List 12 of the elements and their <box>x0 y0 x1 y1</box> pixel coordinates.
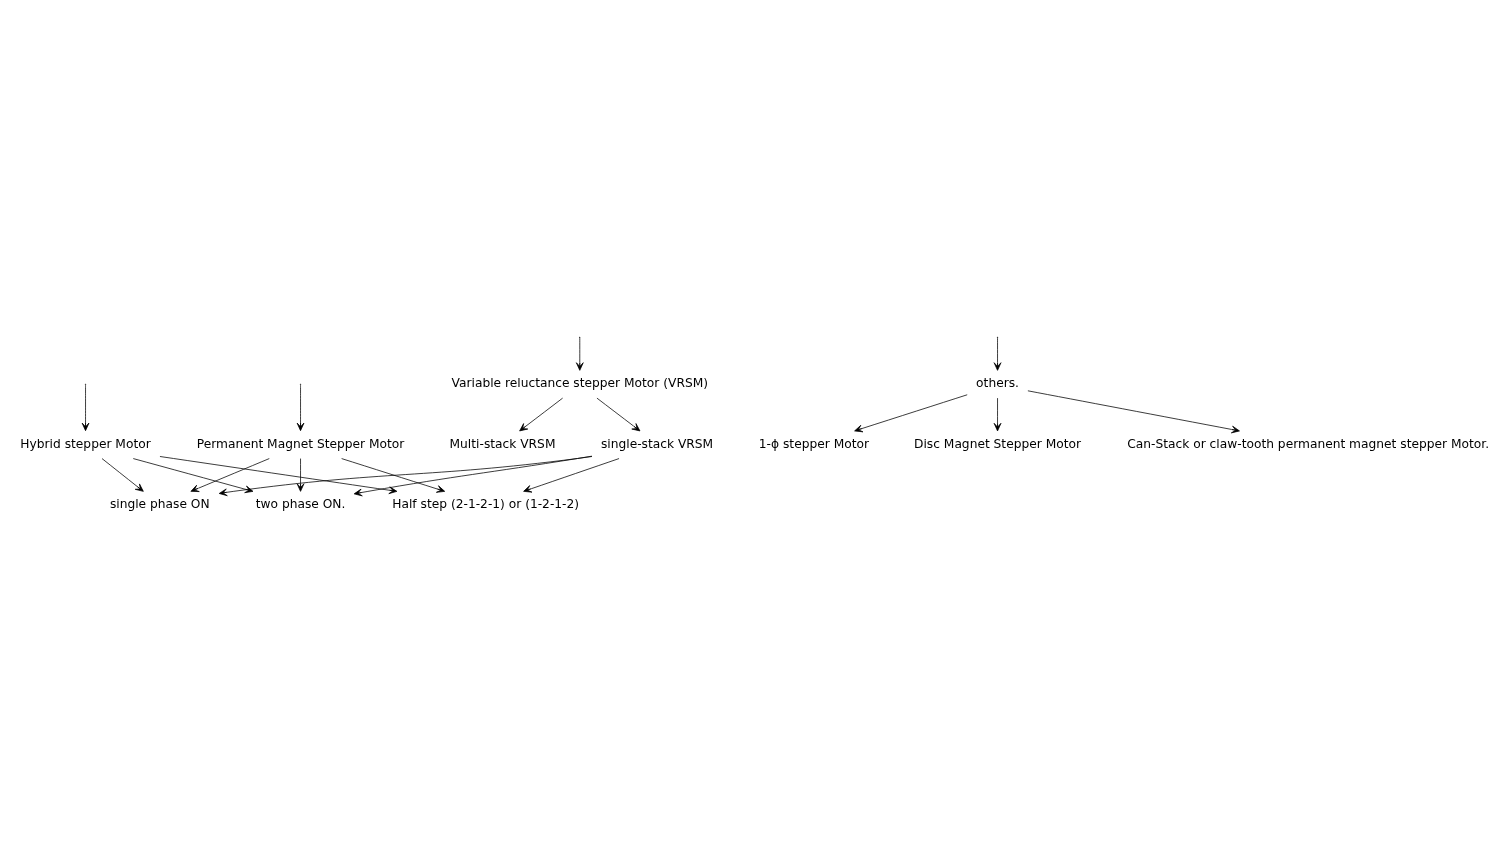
node-text: Can-Stack or claw-tooth permanent magnet stepper Motor. <box>1127 436 1490 451</box>
node-text: Variable reluctance stepper Motor (VRSM) <box>451 375 709 390</box>
node-text: Hybrid stepper Motor <box>20 436 151 451</box>
node-text: Permanent Magnet Stepper Motor <box>196 436 405 451</box>
node-text: single-stack VRSM <box>600 436 714 451</box>
node-text: 1-ϕ stepper Motor <box>758 436 870 451</box>
node-text: others. <box>976 375 1019 390</box>
node-text: Half step (2-1-2-1) or (1-2-1-2) <box>392 496 580 511</box>
node-text: two phase ON. <box>255 496 346 511</box>
node-text: Disc Magnet Stepper Motor <box>914 436 1082 451</box>
node-text: Multi-stack VRSM <box>449 436 556 451</box>
node-text: single phase ON <box>109 496 210 511</box>
